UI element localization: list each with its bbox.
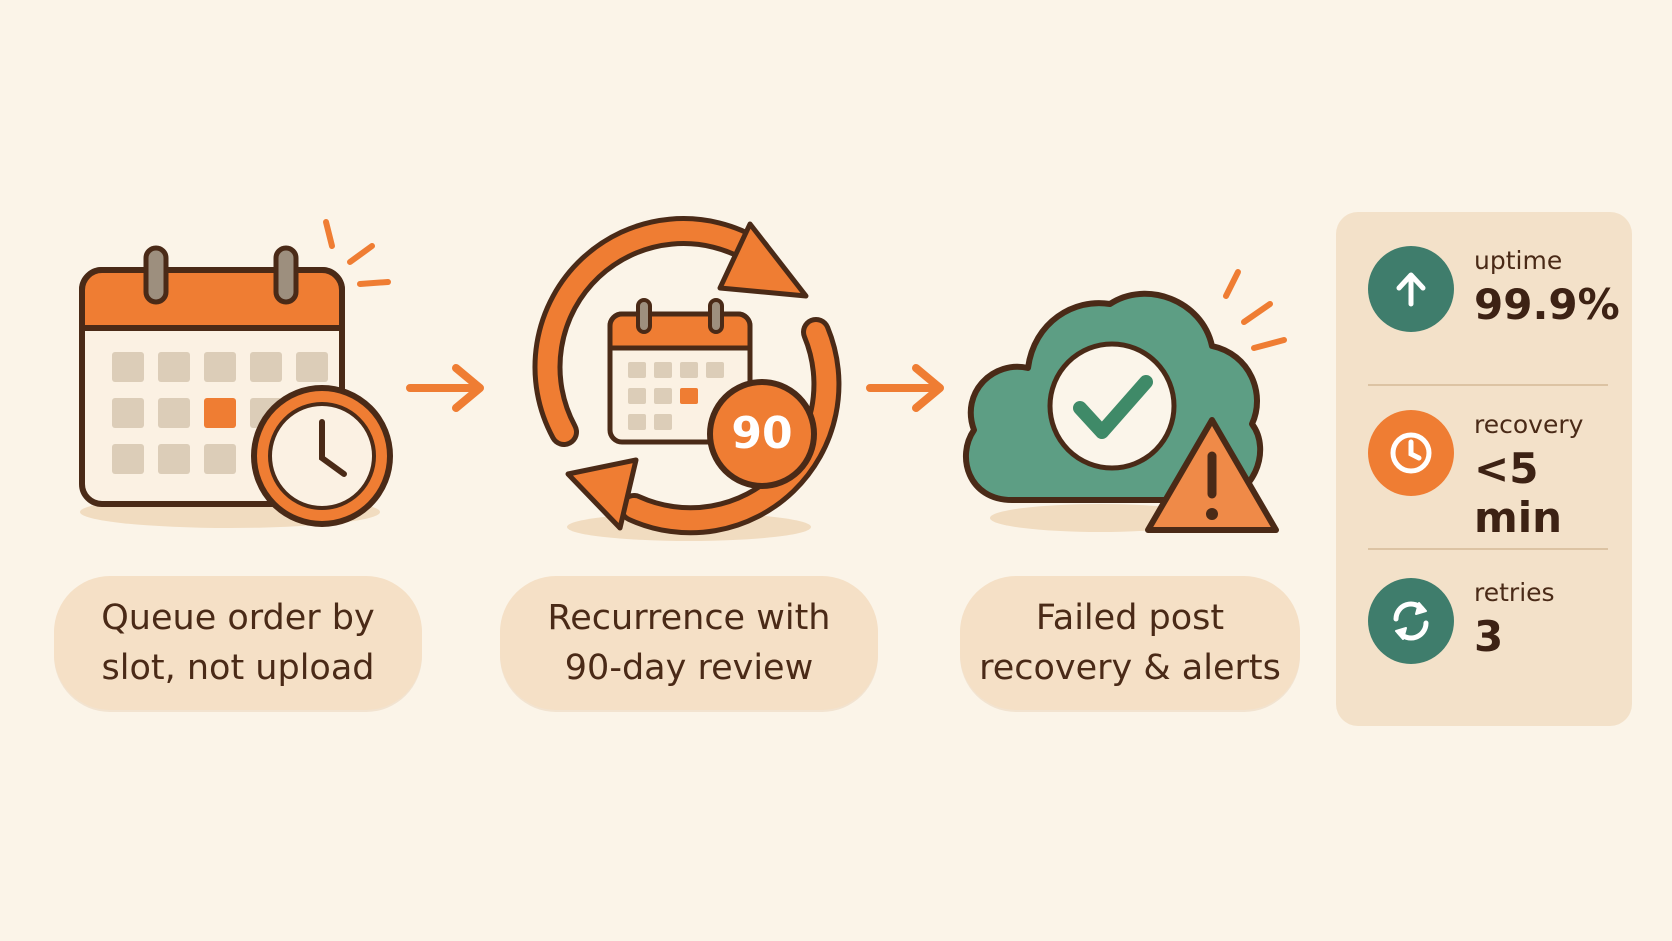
step-label-queue-order: Queue order by slot, not upload <box>54 576 422 710</box>
stat-divider <box>1368 384 1608 386</box>
recurrence-icon <box>532 216 842 541</box>
stat-recovery: recovery <5 min <box>1336 408 1632 542</box>
step-label-recurrence: Recurrence with 90-day review <box>500 576 878 710</box>
stats-panel: uptime 99.9% recovery <5 min <box>1336 212 1632 726</box>
arrow-right-icon <box>866 364 944 412</box>
clock-icon <box>1368 410 1454 496</box>
refresh-icon <box>1368 578 1454 664</box>
badge-number: 90 <box>731 408 793 459</box>
stat-retries: retries 3 <box>1336 578 1632 708</box>
arrow-right-icon <box>406 364 484 412</box>
arrow-up-icon <box>1368 246 1454 332</box>
calendar-clock-icon <box>79 219 393 528</box>
stat-divider <box>1368 548 1608 550</box>
cloud-check-icon <box>963 269 1287 533</box>
stat-uptime: uptime 99.9% <box>1336 244 1632 374</box>
step-label-failed-post: Failed post recovery & alerts <box>960 576 1300 710</box>
